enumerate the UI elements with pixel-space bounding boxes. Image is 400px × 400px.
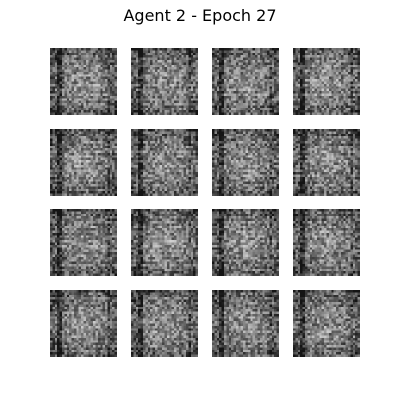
- generated-sample-image: [131, 48, 198, 115]
- generated-sample-image: [293, 48, 360, 115]
- generated-sample-image: [50, 129, 117, 196]
- generated-sample-image: [131, 129, 198, 196]
- figure-title: Agent 2 - Epoch 27: [123, 6, 277, 25]
- generated-sample-image: [131, 290, 198, 357]
- sample-grid: [50, 48, 360, 357]
- generated-sample-image: [212, 290, 279, 357]
- generated-sample-image: [50, 209, 117, 276]
- generated-sample-image: [212, 209, 279, 276]
- generated-sample-image: [293, 209, 360, 276]
- generated-sample-image: [50, 48, 117, 115]
- generated-sample-image: [293, 290, 360, 357]
- generated-sample-image: [131, 209, 198, 276]
- generated-sample-image: [212, 48, 279, 115]
- generated-sample-image: [50, 290, 117, 357]
- generated-sample-image: [212, 129, 279, 196]
- generated-sample-image: [293, 129, 360, 196]
